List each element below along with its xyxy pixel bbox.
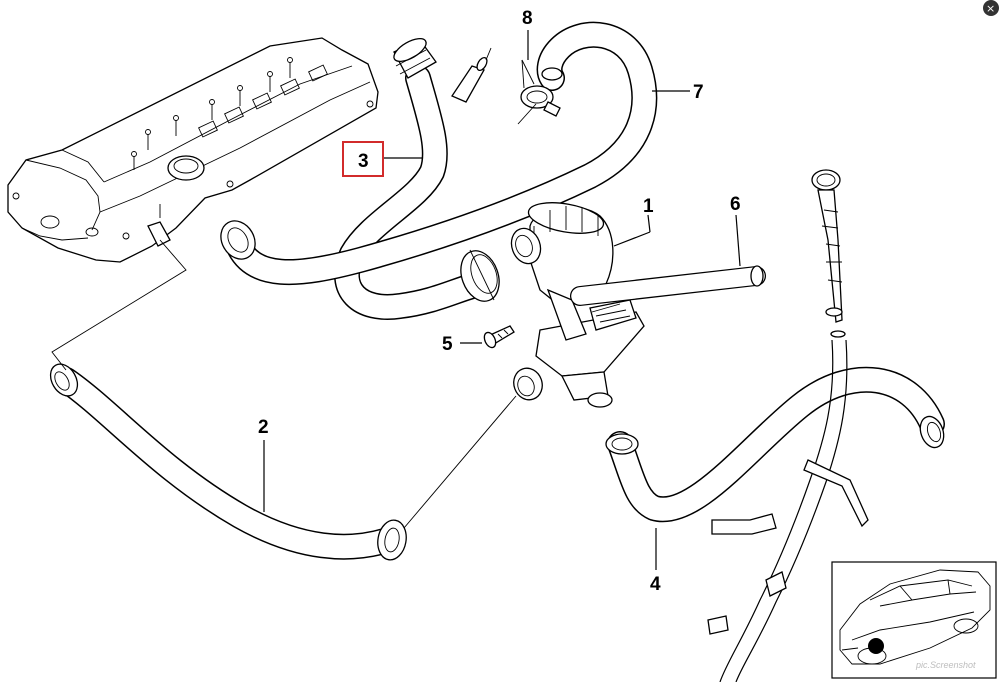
callout-1: 1 [643,196,654,217]
callouts: 1 2 3 4 5 6 7 8 [258,8,741,595]
oil-separator-1 [510,202,645,408]
close-icon[interactable] [983,0,999,16]
hose-2 [49,363,407,561]
callout-4: 4 [650,574,661,595]
close-glyph: × [986,2,995,15]
dipstick [707,169,869,682]
valve-cover [7,37,379,263]
callout-3: 3 [358,151,369,172]
watermark: pic.Screenshot [915,660,976,670]
callout-3-highlight [342,141,384,177]
hose-4 [605,366,945,523]
car-locator-inset: pic.Screenshot [831,561,997,679]
callout-7: 7 [693,82,704,103]
callout-8: 8 [522,8,533,29]
tube-6 [570,265,766,306]
routing-lines [51,239,517,529]
callout-6: 6 [730,194,741,215]
screw-5 [483,325,515,349]
clip-8 [517,59,561,125]
close-button[interactable]: × [983,0,999,16]
callout-2: 2 [258,417,269,438]
location-marker [868,638,884,654]
callout-5: 5 [442,334,453,355]
leader-lines [263,30,741,570]
hose-7 [220,21,658,286]
